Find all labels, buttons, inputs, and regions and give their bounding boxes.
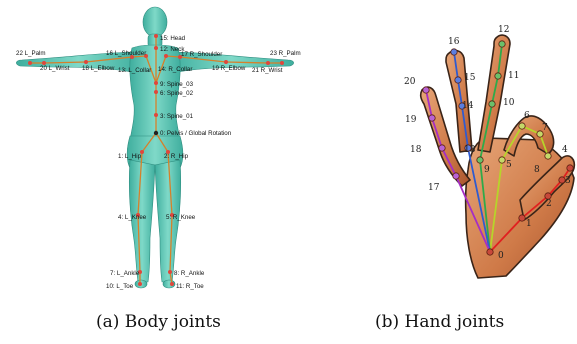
hand-joint-4	[567, 165, 573, 171]
label-r-toe: 11: R_Toe	[176, 283, 204, 290]
label-l-collar: 13: L_Collar	[118, 67, 151, 74]
joint-lelbow	[84, 60, 88, 64]
hand-label-4: 4	[562, 145, 568, 155]
hand-label-3: 3	[565, 176, 571, 186]
joint-head	[154, 34, 158, 38]
hand-label-17: 17	[428, 183, 440, 193]
label-r-shoulder: 17 R_Shoulder	[181, 51, 222, 58]
hand-label-10: 10	[503, 98, 515, 108]
hand-joint-5	[499, 157, 505, 163]
joint-spine3	[154, 81, 158, 85]
hand-label-12: 12	[498, 25, 509, 35]
hand-joint-16	[451, 49, 457, 55]
label-l-wrist: 20 L_Wrist	[40, 65, 70, 72]
hand-label-6: 6	[524, 111, 530, 121]
label-r-hip: 2: R_Hip	[164, 153, 189, 160]
hand-label-14: 14	[462, 101, 474, 111]
hand-label-7: 7	[542, 123, 548, 133]
hand-label-15: 15	[464, 73, 476, 83]
joint-rwrist	[266, 61, 270, 65]
label-l-ankle: 7: L_Ankle	[110, 270, 140, 277]
hand-joint-8	[545, 153, 551, 159]
joint-ltoe	[138, 282, 142, 286]
hand-label-2: 2	[546, 199, 552, 209]
label-l-toe: 10: L_Toe	[106, 283, 134, 290]
label-r-palm: 23 R_Palm	[270, 50, 301, 57]
hand-joint-6	[519, 123, 525, 129]
label-spine3: 9: Spine_03	[160, 81, 194, 88]
joint-spine1	[154, 113, 158, 117]
hand-joint-17	[453, 173, 459, 179]
hand-joint-15	[455, 77, 461, 83]
hand-label-16: 16	[448, 37, 460, 47]
hand-label-20: 20	[404, 77, 416, 87]
label-r-elbow: 19 R_Elbow	[212, 65, 246, 72]
hand-joint-0	[487, 249, 493, 255]
hand-label-0: 0	[498, 251, 504, 261]
label-spine2: 6: Spine_02	[160, 90, 194, 97]
hand-label-1: 1	[526, 219, 532, 229]
hand-joint-11	[495, 73, 501, 79]
joint-spine2	[154, 90, 158, 94]
hand-label-18: 18	[410, 145, 422, 155]
label-pelvis: 0: Pelvis / Global Rotation	[160, 130, 232, 137]
hand-label-19: 19	[405, 115, 417, 125]
caption-hand-joints: (b) Hand joints	[375, 312, 504, 332]
label-l-knee: 4: L_Knee	[118, 214, 147, 221]
joint-rpalm	[280, 61, 284, 65]
label-r-wrist: 21 R_Wrist	[252, 67, 283, 74]
hand-joint-9	[477, 157, 483, 163]
hand-joint-19	[429, 115, 435, 121]
hand-joint-12	[499, 41, 505, 47]
label-head: 15: Head	[160, 35, 186, 42]
joint-neck	[154, 46, 158, 50]
hand-joint-18	[439, 145, 445, 151]
label-r-knee: 5: R_Knee	[166, 214, 196, 221]
label-l-hip: 1: L_Hip	[118, 153, 142, 160]
hand-figure: 0 1 2 3 4 5 6 7 8 9 10 11 12 13 14 15 16…	[404, 25, 574, 278]
hand-joint-20	[423, 87, 429, 93]
hand-joint-10	[489, 101, 495, 107]
hand-joint-1	[519, 215, 525, 221]
label-l-elbow: 18 L_Elbow	[82, 65, 115, 72]
label-spine1: 3: Spine_01	[160, 113, 194, 120]
hand-label-11: 11	[508, 71, 519, 81]
hand-label-5: 5	[506, 160, 512, 170]
body-figure: 15: Head 12: Neck 16 L_Shoulder 17 R_Sho…	[16, 7, 301, 290]
joint-rcollar	[164, 54, 168, 58]
body-head-shape	[143, 7, 167, 37]
hand-label-13: 13	[464, 145, 476, 155]
joint-rankle	[168, 270, 172, 274]
label-l-shoulder: 16 L_Shoulder	[106, 50, 146, 57]
body-left-leg-shape	[129, 160, 155, 282]
body-right-leg-shape	[155, 160, 181, 282]
joint-relbow	[224, 60, 228, 64]
hand-label-9: 9	[484, 165, 490, 175]
caption-body-joints: (a) Body joints	[96, 312, 221, 332]
joint-rtoe	[170, 282, 174, 286]
hand-label-8: 8	[534, 165, 540, 175]
label-r-ankle: 8: R_Ankle	[174, 270, 205, 277]
label-r-collar: 14: R_Collar	[158, 66, 192, 73]
joint-lpalm	[28, 61, 32, 65]
label-l-palm: 22 L_Palm	[16, 50, 46, 57]
joint-pelvis	[154, 131, 158, 135]
